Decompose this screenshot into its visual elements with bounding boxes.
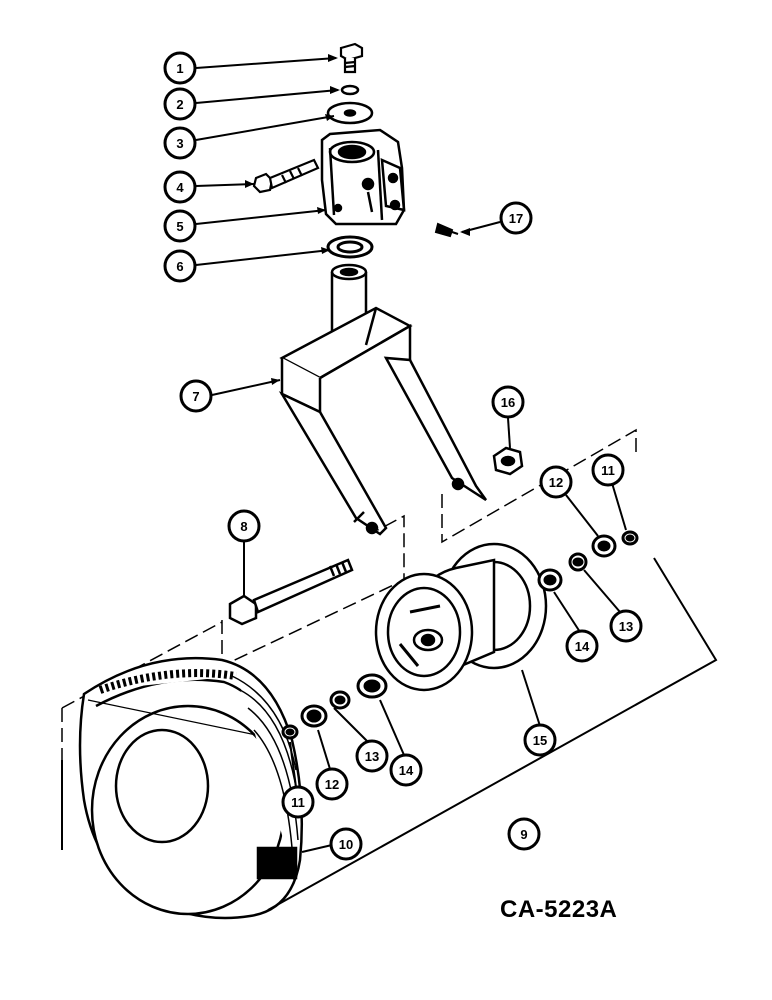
swivel-housing-part-5 bbox=[320, 128, 406, 226]
callout-8: 8 bbox=[227, 509, 261, 543]
svg-text:14: 14 bbox=[399, 763, 414, 778]
svg-text:1: 1 bbox=[176, 61, 183, 76]
bearing-cup-part-14b bbox=[537, 568, 563, 592]
leader-arrowheads bbox=[245, 54, 470, 385]
svg-text:5: 5 bbox=[176, 219, 183, 234]
seal-part-12a bbox=[300, 704, 328, 728]
callout-17: 17 bbox=[499, 201, 533, 235]
flat-washer-part-3 bbox=[326, 101, 374, 125]
callout-1: 1 bbox=[163, 51, 197, 85]
locknut-part-16 bbox=[492, 446, 524, 476]
svg-text:3: 3 bbox=[176, 136, 183, 151]
callout-9: 9 bbox=[507, 817, 541, 851]
axle-bolt-part-8 bbox=[228, 558, 354, 626]
callout-15: 15 bbox=[523, 723, 557, 757]
rim-part-15 bbox=[374, 542, 548, 692]
bearing-cone-part-13b bbox=[568, 552, 588, 572]
thrust-washer-part-6 bbox=[326, 235, 374, 259]
svg-text:15: 15 bbox=[533, 733, 547, 748]
svg-text:12: 12 bbox=[549, 475, 563, 490]
bearing-cone-part-13a bbox=[329, 690, 351, 710]
callout-5: 5 bbox=[163, 209, 197, 243]
callout-14-left: 14 bbox=[389, 753, 423, 787]
callout-13-right: 13 bbox=[609, 609, 643, 643]
svg-text:6: 6 bbox=[176, 259, 183, 274]
callout-14-right: 14 bbox=[565, 629, 599, 663]
callout-11-right: 11 bbox=[591, 453, 625, 487]
callout-2: 2 bbox=[163, 87, 197, 121]
svg-text:8: 8 bbox=[240, 519, 247, 534]
cap-screw-part-4 bbox=[252, 158, 320, 194]
callout-3: 3 bbox=[163, 126, 197, 160]
callout-4: 4 bbox=[163, 170, 197, 204]
svg-text:10: 10 bbox=[339, 837, 353, 852]
callouts: 1 2 3 4 5 6 7 8 9 10 11 11 12 12 13 13 1… bbox=[163, 51, 643, 861]
bolt-part-1 bbox=[339, 42, 364, 74]
fork-part-7 bbox=[278, 263, 488, 536]
drawing-id-label: CA-5223A bbox=[500, 896, 618, 923]
bearing-cup-part-14a bbox=[356, 673, 388, 699]
callout-6: 6 bbox=[163, 249, 197, 283]
callout-7: 7 bbox=[179, 379, 213, 413]
svg-text:17: 17 bbox=[509, 211, 523, 226]
svg-text:11: 11 bbox=[291, 795, 305, 810]
callout-11-left: 11 bbox=[281, 785, 315, 819]
callout-13-left: 13 bbox=[355, 739, 389, 773]
wheel-assembly-bracket-part-9 bbox=[61, 557, 718, 911]
callout-16: 16 bbox=[491, 385, 525, 419]
callout-10: 10 bbox=[329, 827, 363, 861]
tire-part-10 bbox=[78, 656, 304, 920]
svg-text:4: 4 bbox=[176, 180, 184, 195]
callout-12-right: 12 bbox=[539, 465, 573, 499]
seal-part-12b bbox=[591, 534, 617, 558]
svg-text:12: 12 bbox=[325, 777, 339, 792]
svg-text:11: 11 bbox=[601, 463, 615, 478]
callout-12-left: 12 bbox=[315, 767, 349, 801]
grease-fitting-part-17 bbox=[434, 222, 459, 238]
svg-text:2: 2 bbox=[176, 97, 183, 112]
svg-text:14: 14 bbox=[575, 639, 590, 654]
svg-text:7: 7 bbox=[192, 389, 199, 404]
lockwasher-part-2 bbox=[340, 84, 360, 96]
spacer-part-11b bbox=[621, 530, 639, 546]
svg-text:16: 16 bbox=[501, 395, 515, 410]
leader-lines bbox=[195, 57, 627, 853]
svg-text:13: 13 bbox=[365, 749, 379, 764]
spacer-part-11a bbox=[281, 724, 299, 740]
svg-text:9: 9 bbox=[520, 827, 527, 842]
svg-text:13: 13 bbox=[619, 619, 633, 634]
